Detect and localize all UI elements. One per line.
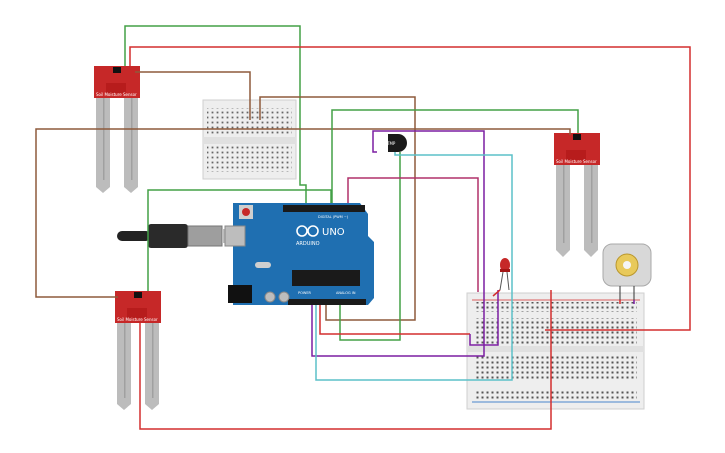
soil-sensor-label-2: Soil Moisture Sensor [117,317,158,322]
arduino-brand: ARDUINO [296,241,320,247]
soil-moisture-sensor-1[interactable]: Soil Moisture Sensor [94,66,140,193]
dc-motor[interactable] [602,243,652,300]
soil-moisture-sensor-2[interactable]: Soil Moisture Sensor [115,291,161,410]
usb-cable[interactable] [117,224,236,248]
soil-moisture-sensor-3[interactable]: Soil Moisture Sensor [554,133,600,257]
analog-label: ANALOG IN [336,291,356,295]
red-led[interactable] [499,258,510,291]
tmp-label: TMP [386,141,396,146]
soil-sensor-label-3: Soil Moisture Sensor [556,159,597,164]
soil-sensor-label-1: Soil Moisture Sensor [96,92,137,97]
arduino-uno[interactable]: ARDUINO UNO DIGITAL (PWM ~) POWER ANALOG… [224,203,374,305]
digital-label: DIGITAL (PWM ~) [318,215,349,219]
arduino-model: UNO [322,227,345,238]
breadboard-half[interactable] [466,292,645,410]
power-label: POWER [298,291,312,295]
wires [35,25,691,430]
tmp36-sensor[interactable]: TMP [386,134,407,152]
